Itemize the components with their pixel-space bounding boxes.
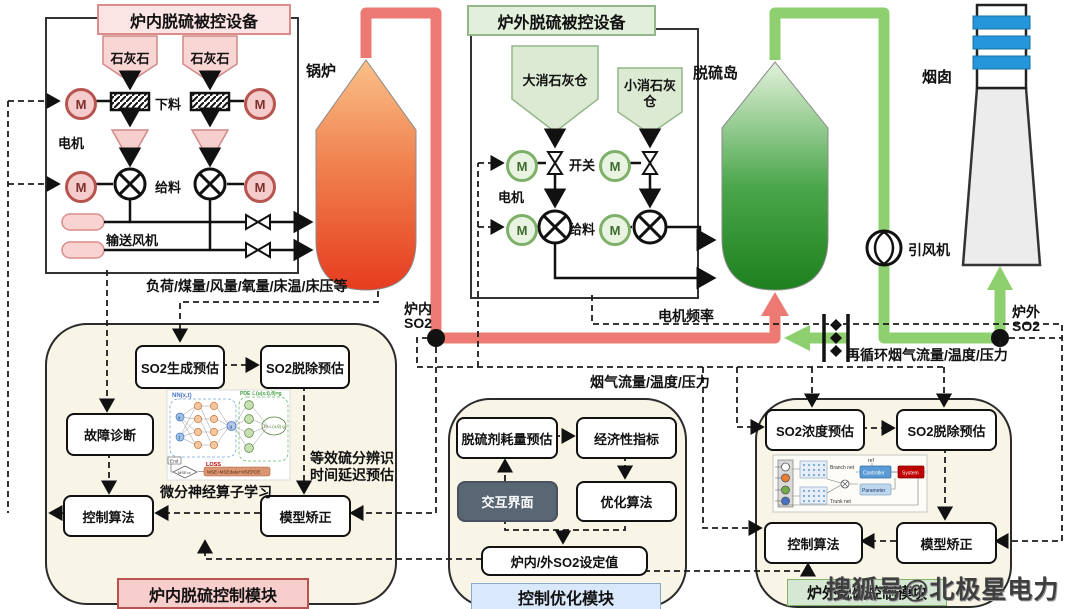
solid-arrows: [118, 70, 717, 290]
svg-text:MSE<ε: MSE<ε: [178, 470, 191, 475]
optimization-module-title: 控制优化模块: [471, 583, 661, 609]
economic-node: 经济性指标: [576, 417, 677, 459]
control-algorithm-node-left: 控制算法: [63, 495, 154, 537]
svg-text:ref: ref: [868, 458, 874, 464]
svg-text:t: t: [179, 436, 181, 442]
svg-text:MSE=MSEdata+MSEPDE: MSE=MSEdata+MSEPDE: [207, 470, 261, 475]
pinn-figure: NN(x,t) PDE ℒ(u(x,t),θ)=g x t u: [166, 389, 291, 481]
big-lime-silo-label: 大消石灰仓: [522, 73, 588, 88]
motor-m-5: M: [506, 150, 538, 182]
so2-removal-node-right: SO2脱除预估: [896, 409, 997, 451]
deeponet-figure: Branch net Trunk net ref Controller Para…: [772, 454, 928, 513]
valve-icons: [245, 151, 659, 259]
svg-text:Controller: Controller: [863, 471, 885, 477]
red-flue-pipe: [360, 7, 789, 344]
consumption-node: 脱硫剂耗量预估: [456, 417, 558, 459]
motor-label-out: 电机: [498, 190, 525, 205]
model-correction-node-right: 模型矫正: [896, 522, 997, 564]
so2-concentration-node: SO2浓度预估: [765, 409, 865, 451]
fan-label: 引风机: [908, 242, 950, 258]
setpoint-node: 炉内/外SO2设定值: [481, 546, 648, 576]
chimney-label: 烟囱: [922, 69, 953, 86]
conveying-fan-label: 输送风机: [106, 233, 159, 248]
motor-m-4: M: [244, 171, 276, 203]
funnel-icons: [110, 129, 230, 164]
svg-text:x: x: [178, 416, 181, 422]
limestone-label-2: 石灰石: [190, 51, 230, 66]
svg-text:F=ℒ(u,θ)-g: F=ℒ(u,θ)-g: [264, 424, 285, 429]
feed-valve-icons: [113, 167, 668, 245]
in-furnace-equipment-box: [45, 17, 299, 274]
model-correction-node-left: 模型矫正: [260, 495, 351, 537]
out-furnace-equipment-header: 炉外脱硫被控设备: [467, 5, 656, 36]
motor-m-7: M: [506, 214, 538, 246]
svg-text:System: System: [902, 471, 919, 477]
limestone-label-1: 石灰石: [110, 51, 150, 66]
so2-out-label-2: SO2: [1012, 318, 1041, 334]
fault-diagnosis-node: 故障诊断: [66, 413, 154, 456]
motor-label-in: 电机: [58, 136, 85, 151]
delay-est-label: 时间延迟预估: [310, 467, 394, 483]
ui-panel-node: 交互界面: [457, 481, 558, 522]
feed-label-in: 给料: [155, 180, 182, 195]
svg-text:Parameter: Parameter: [862, 488, 886, 494]
out-furnace-module-title: 炉外脱硫控制模块: [787, 579, 947, 606]
switch-label: 开关: [569, 158, 596, 173]
island-label: 脱硫岛: [693, 65, 739, 82]
boiler-shape: [315, 59, 417, 291]
small-lime-silo-label: 小消石灰仓: [623, 78, 676, 109]
motor-m-6: M: [599, 150, 631, 182]
svg-text:NN(x,t): NN(x,t): [172, 393, 192, 399]
so2-in-measure-dot: [427, 329, 445, 347]
motor-m-2: M: [244, 88, 276, 120]
recirc-label: 再循环烟气流量/温度/压力: [846, 347, 1008, 363]
induced-draft-fan-icon: [865, 229, 903, 267]
lime-silo-icons: [511, 45, 683, 135]
svg-text:Trunk net: Trunk net: [830, 499, 852, 505]
so2-in-label-1: 炉内: [404, 301, 432, 317]
so2-out-label-1: 炉外: [1012, 304, 1040, 320]
motor-m-1: M: [65, 88, 97, 120]
motor-freq-label: 电机频率: [658, 308, 714, 324]
optimization-node: 优化算法: [576, 481, 677, 522]
svg-text:End: End: [170, 459, 179, 464]
watermark: 搜狐号@北极星电力网: [826, 576, 1060, 604]
limestone-hopper-icons: [102, 35, 238, 83]
recirculation-damper-icon: [822, 314, 850, 362]
so2-removal-node-left: SO2脱除预估: [260, 345, 350, 389]
boiler-params-label: 负荷/煤量/风量/氧量/床温/床压等: [146, 278, 348, 294]
conveying-fan-icons: [61, 213, 105, 259]
feed-label-out: 给料: [569, 222, 596, 237]
so2-in-label-2: SO2: [404, 315, 433, 331]
in-furnace-module-title: 炉内脱硫控制模块: [117, 578, 309, 609]
nn-caption: 微分神经算子学习: [160, 484, 272, 500]
in-furnace-equipment-header: 炉内脱硫被控设备: [97, 4, 291, 35]
discharge-label: 下料: [155, 97, 182, 112]
so2-generation-node: SO2生成预估: [135, 345, 225, 389]
sulfur-id-label: 等效硫分辨识: [310, 450, 394, 466]
boiler-label: 锅炉: [306, 63, 337, 80]
so2-out-measure-dot: [991, 329, 1009, 347]
dashed-signals: [7, 92, 1063, 577]
svg-text:PDE ℒ(u(x,t),θ)=g: PDE ℒ(u(x,t),θ)=g: [240, 391, 282, 397]
motor-m-3: M: [65, 171, 97, 203]
svg-text:LOSS: LOSS: [206, 462, 221, 468]
desulf-island-shape: [721, 61, 829, 291]
flue-gas-label: 烟气流量/温度/压力: [590, 374, 710, 390]
svg-text:u: u: [230, 425, 233, 431]
chimney-shape: [961, 3, 1042, 267]
svg-text:Branch net: Branch net: [830, 465, 855, 471]
control-algorithm-node-right: 控制算法: [764, 522, 863, 564]
motor-m-8: M: [599, 214, 631, 246]
